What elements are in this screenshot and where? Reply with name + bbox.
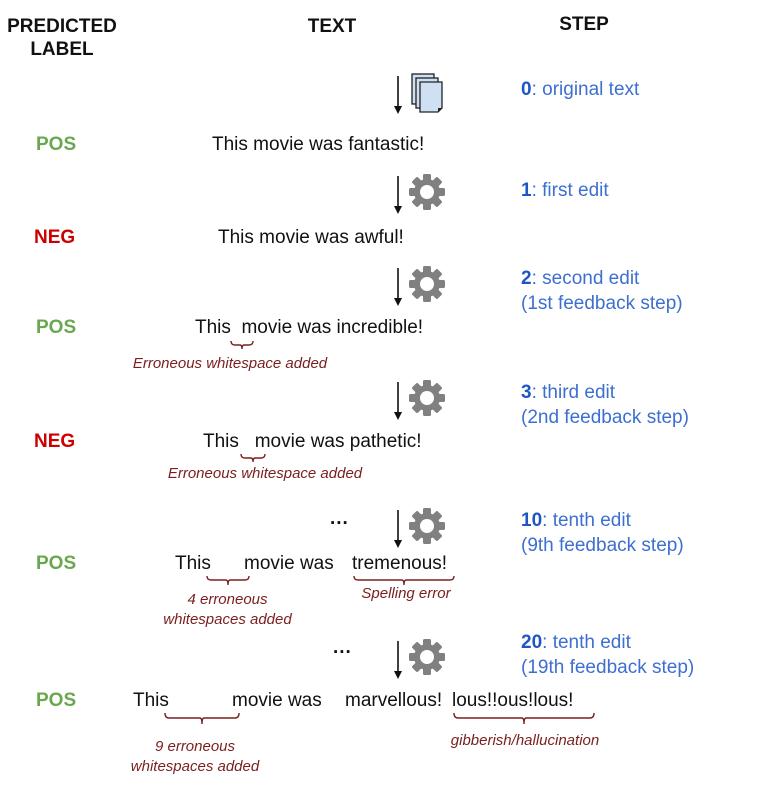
gear-icon bbox=[394, 380, 445, 420]
text-row-4-part-a: This bbox=[175, 553, 211, 574]
text-row-5-part-c: marvellous! bbox=[345, 690, 443, 711]
predicted-label-pos: POS bbox=[36, 553, 77, 574]
text-row-5-part-b: movie was bbox=[232, 690, 322, 711]
brace-annotation bbox=[230, 340, 254, 350]
gear-icon bbox=[394, 266, 445, 306]
ellipsis: ... bbox=[333, 637, 352, 658]
step-1: 1: first edit bbox=[521, 178, 609, 203]
gear-icon bbox=[394, 639, 445, 679]
step-number: 3 bbox=[521, 382, 532, 403]
ellipsis: ... bbox=[330, 508, 349, 529]
predicted-label-pos: POS bbox=[36, 134, 77, 155]
step-feedback-note: (19th feedback step) bbox=[521, 657, 695, 678]
annotation-whitespace: Erroneous whitespace added bbox=[132, 355, 328, 372]
gear-icon bbox=[394, 508, 445, 548]
text-row-0: This movie was fantastic! bbox=[212, 134, 425, 155]
header-predicted-label: PREDICTED LABEL bbox=[7, 16, 117, 60]
step-description: : tenth edit bbox=[542, 632, 631, 653]
text-row-4-part-c: tremenous! bbox=[352, 553, 448, 574]
predicted-label-pos: POS bbox=[36, 690, 77, 711]
gear-icon bbox=[394, 174, 445, 214]
predicted-label-pos: POS bbox=[36, 317, 77, 338]
step-description: : original text bbox=[531, 79, 640, 100]
annotation-whitespace: Erroneous whitespace added bbox=[167, 465, 363, 482]
text-row-3: This movie was pathetic! bbox=[203, 431, 422, 452]
brace-annotation bbox=[164, 712, 240, 725]
annotation-whitespaces: 9 erroneous whitespaces added bbox=[130, 738, 260, 775]
header-step: STEP bbox=[559, 14, 609, 35]
step-number: 1 bbox=[521, 180, 532, 201]
text-row-1: This movie was awful! bbox=[218, 227, 404, 248]
annotation-spelling-error: Spelling error bbox=[361, 585, 451, 602]
text-row-5-part-a: This bbox=[133, 690, 169, 711]
predicted-label-neg: NEG bbox=[34, 431, 76, 452]
text-row-4-part-b: movie was bbox=[244, 553, 334, 574]
step-0: 0: original text bbox=[521, 77, 639, 102]
brace-annotation bbox=[240, 453, 266, 463]
step-description: : first edit bbox=[531, 180, 609, 201]
step-feedback-note: (2nd feedback step) bbox=[521, 407, 689, 428]
brace-annotation bbox=[353, 575, 455, 586]
step-description: : second edit bbox=[531, 268, 640, 289]
step-number: 20 bbox=[521, 632, 543, 653]
step-description: : tenth edit bbox=[542, 510, 631, 531]
annotation-whitespaces: 4 erroneous whitespaces added bbox=[163, 591, 292, 628]
step-number: 0 bbox=[521, 79, 532, 100]
step-20: 20: tenth edit (19th feedback step) bbox=[521, 630, 694, 680]
annotation-gibberish: gibberish/hallucination bbox=[450, 732, 600, 749]
header-text: TEXT bbox=[307, 16, 357, 37]
step-number: 2 bbox=[521, 268, 532, 289]
brace-annotation bbox=[453, 712, 595, 725]
predicted-label-neg: NEG bbox=[34, 227, 76, 248]
step-10: 10: tenth edit (9th feedback step) bbox=[521, 508, 684, 558]
text-row-2: This movie was incredible! bbox=[195, 317, 424, 338]
step-number: 10 bbox=[521, 510, 543, 531]
brace-annotation bbox=[206, 575, 250, 586]
documents-icon bbox=[394, 73, 443, 114]
step-feedback-note: (9th feedback step) bbox=[521, 535, 684, 556]
step-2: 2: second edit (1st feedback step) bbox=[521, 266, 683, 316]
text-row-5-part-d: lous!!ous!lous! bbox=[452, 690, 574, 711]
step-3: 3: third edit (2nd feedback step) bbox=[521, 380, 689, 430]
step-feedback-note: (1st feedback step) bbox=[521, 293, 683, 314]
step-description: : third edit bbox=[531, 382, 616, 403]
